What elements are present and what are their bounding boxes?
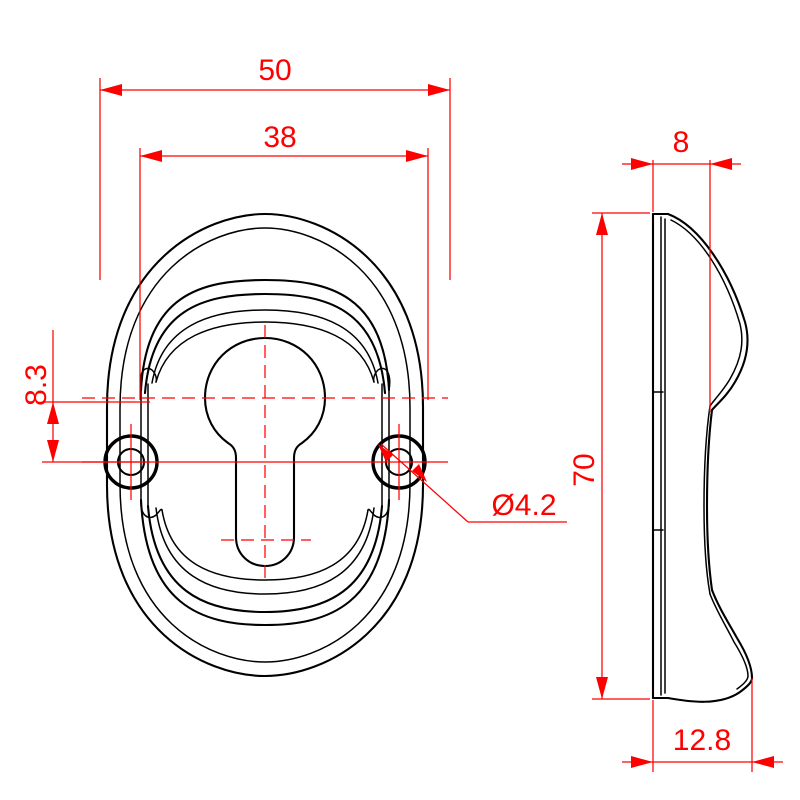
dim-label-8: 8 bbox=[673, 126, 690, 159]
relief-arc-lower-second bbox=[146, 504, 384, 614]
side-front-face-lower-inner bbox=[709, 593, 749, 690]
relief-arc-lower-outer bbox=[139, 498, 391, 627]
dim-label-70: 70 bbox=[568, 453, 601, 486]
dimension-screw-centres: 38 bbox=[139, 121, 429, 400]
arrow-42-inner bbox=[378, 444, 393, 462]
side-front-face-upper bbox=[666, 212, 749, 412]
oval-outer-plate bbox=[105, 212, 425, 678]
relief-arc-lower-third bbox=[155, 507, 375, 595]
relief-arc-upper-inner bbox=[155, 321, 375, 383]
relief-upper-cap-left bbox=[139, 367, 158, 391]
dimension-thickness-top: 8 bbox=[622, 126, 741, 412]
relief-upper-cap-right bbox=[372, 367, 391, 391]
side-waist-front-outer bbox=[705, 408, 714, 592]
arrow-83-top bbox=[47, 402, 59, 424]
dim-label-38: 38 bbox=[263, 121, 296, 154]
relief-arc-upper-outer bbox=[139, 278, 391, 392]
arrow-8-left bbox=[631, 158, 653, 170]
dimension-screw-hole-diameter: Ø4.2 bbox=[378, 443, 567, 523]
arrow-38-right bbox=[406, 150, 428, 162]
dimension-width-overall: 50 bbox=[99, 54, 451, 280]
relief-lower-cap-right bbox=[367, 499, 390, 519]
dimension-depth-overall: 12.8 bbox=[622, 678, 783, 772]
side-waist-front-inner bbox=[703, 405, 711, 595]
arrow-50-left bbox=[100, 84, 122, 96]
dim-label-83: 8.3 bbox=[20, 364, 53, 406]
dim-label-128: 12.8 bbox=[673, 724, 731, 757]
arrow-70-top bbox=[596, 213, 608, 235]
arrow-83-bottom bbox=[47, 440, 59, 462]
dim-label-50: 50 bbox=[258, 54, 291, 87]
side-front-face-lower bbox=[666, 588, 754, 703]
arrow-42-outer bbox=[412, 464, 427, 482]
dimension-height-overall: 70 bbox=[568, 212, 650, 700]
dimension-keyhole-screw-offset: 8.3 bbox=[20, 330, 150, 463]
side-view-group bbox=[651, 212, 754, 703]
side-front-face-upper-inner bbox=[670, 219, 743, 407]
relief-arc-upper-second bbox=[143, 292, 387, 395]
dim-label-42: Ø4.2 bbox=[491, 489, 556, 522]
arrow-50-right bbox=[428, 84, 450, 96]
relief-arc-upper-third bbox=[151, 309, 379, 384]
arrow-70-bottom bbox=[596, 677, 608, 699]
arrow-128-left bbox=[631, 756, 653, 768]
arrow-38-left bbox=[140, 150, 162, 162]
front-view-centerlines bbox=[82, 325, 448, 580]
arrow-128-right bbox=[752, 756, 774, 768]
relief-lower-cap-left bbox=[140, 499, 163, 519]
leader-line-42-diagonal bbox=[380, 443, 469, 523]
relief-arc-lower-inner bbox=[161, 509, 369, 581]
arrow-8-right bbox=[710, 158, 732, 170]
